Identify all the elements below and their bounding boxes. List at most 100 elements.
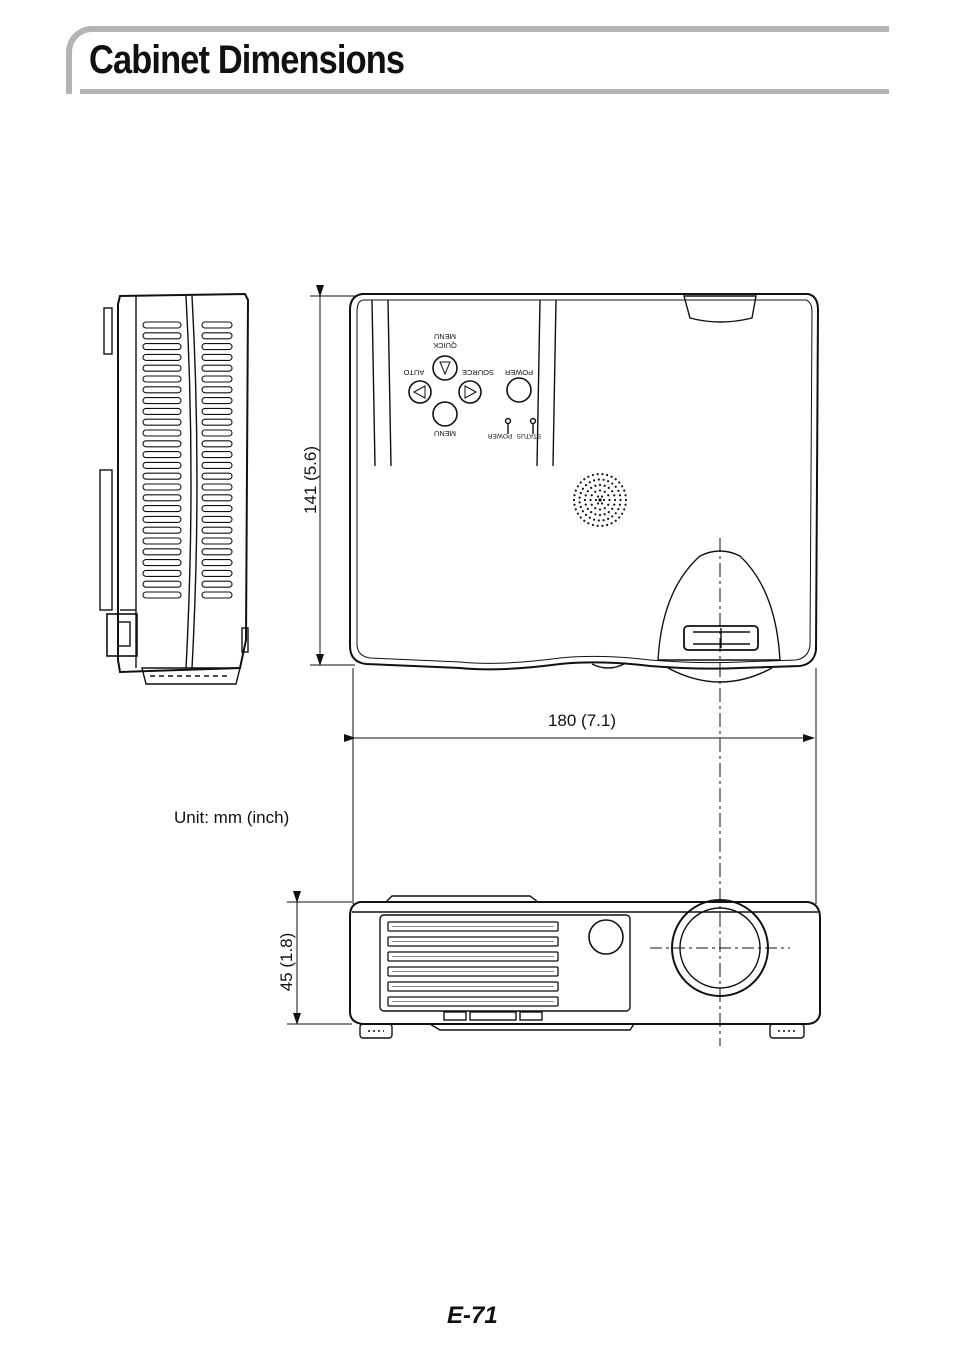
vent-slot [201,505,233,513]
grille-dot [614,512,617,515]
grille-dot [607,511,610,514]
grille-dot [583,478,586,481]
vent-slot [142,364,182,372]
grille-dot [600,495,604,498]
grille-dot [601,524,604,527]
vent-slot [201,386,233,394]
vent-slot [142,375,182,383]
vent-slot [201,407,233,415]
grille-dot [602,498,606,502]
grille-dot [596,495,600,498]
menu-top-label: MENU [434,332,456,341]
vent-slot [201,375,233,383]
vent-slot [201,440,233,448]
vent-slot [201,548,233,556]
grille-dot [574,508,577,511]
grille-dot [613,503,616,506]
grille-dot [576,512,579,515]
grille-dot [594,484,597,487]
vent-slot [201,461,233,469]
grille-dot [572,498,576,502]
grille-dot [598,483,602,487]
grille-dot [590,503,593,506]
grille-dot [614,485,617,488]
grille-dot [600,502,604,505]
vent-slot [142,472,182,480]
grille-dot [584,503,587,506]
grille-dot [590,486,593,489]
vent-slot [142,386,182,394]
title-underline [80,89,889,94]
power-label: POWER [504,368,533,377]
grille-dot [586,490,589,493]
grille-dot [602,519,605,522]
grille-dot [596,524,599,527]
grille-dot [624,494,627,497]
grille-dot [608,498,611,502]
grille-dot [589,498,592,502]
grille-dot [624,498,628,502]
vent-slot [201,580,233,588]
height-dimension: 45 (1.8) [277,933,296,992]
grille-dot [603,490,606,493]
grille-dot [606,523,609,527]
vent-slot [201,418,233,426]
vent-slot [142,440,182,448]
top-view [349,293,820,683]
grille-dot [588,516,591,519]
depth-dimension: 141 (5.6) [301,446,320,514]
vent-slot [142,526,182,534]
vent-slot [201,321,233,329]
vent-slot [142,537,182,545]
vent-slot [142,559,182,567]
title-frame [66,26,889,94]
speaker-grille [572,473,628,527]
vent-slot [201,591,233,599]
grille-dot [581,510,584,513]
vent-slot [142,515,182,523]
grille-dot [596,502,600,505]
vent-slot [142,569,182,577]
vent-slot [142,429,182,437]
vent-slot [201,429,233,437]
grille-dot [607,494,610,497]
vent-slot [142,418,182,426]
quick-label: QUICK [433,341,457,350]
grille-dot [618,516,621,519]
vent-slot [201,526,233,534]
grille-dot [607,517,610,520]
grille-dot [578,501,581,504]
grille-dot [597,519,600,522]
louver [387,936,559,947]
vent-slot [201,343,233,351]
grille-dot [594,513,597,516]
grille-dot [618,494,622,497]
grille-dot [586,507,589,510]
grille-dot [611,482,614,485]
vent-slot [142,407,182,415]
vent-slot [142,332,182,340]
vent-slot [201,515,233,523]
dimension-lines [287,285,817,1046]
louver [387,951,559,962]
width-dimension: 180 (7.1) [548,711,616,730]
grille-dot [614,478,617,481]
side-vents [142,321,233,599]
grille-dot [621,485,624,488]
vent-slot [201,364,233,372]
grille-dot [590,511,593,514]
grille-dot [583,498,587,502]
grille-dot [594,490,597,493]
auto-label: AUTO [403,368,424,377]
grille-dot [584,494,587,497]
grille-dot [579,505,582,509]
grille-dot [614,519,617,522]
unit-label: Unit: mm (inch) [174,808,290,827]
grille-dot [618,503,622,506]
vent-slot [142,343,182,351]
grille-dot [583,519,586,522]
grille-dot [611,507,614,510]
grille-dot [598,513,602,517]
grille-dot [621,512,624,515]
